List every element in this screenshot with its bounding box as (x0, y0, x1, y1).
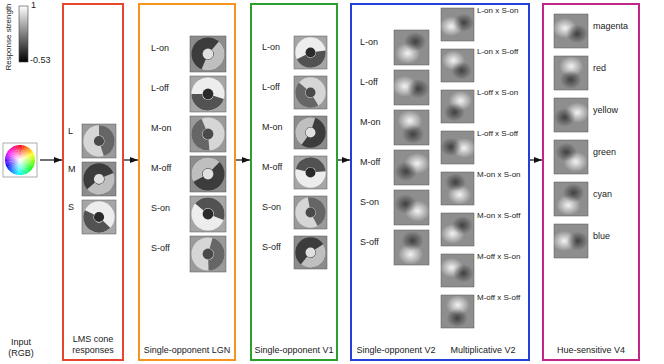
channel-label: L-off x S-off (477, 130, 518, 139)
flow-arrow (124, 159, 138, 160)
stage-box: LMS cone responses (62, 3, 124, 361)
channel-label: red (593, 64, 606, 74)
channel-label: M-on (151, 124, 172, 134)
channel-label: S (68, 203, 74, 213)
stage-caption: LMS cone responses (65, 334, 121, 356)
colorbar-label: Response strength (5, 3, 14, 70)
response-maps (82, 8, 590, 328)
input-node: Input (RGB) (2, 140, 40, 362)
flow-arrow (530, 159, 542, 160)
stage-caption: Input (RGB) (2, 337, 40, 359)
channel-label: M-off (262, 163, 282, 173)
channel-label: L-off x S-on (477, 89, 518, 98)
response-map (441, 213, 474, 246)
channel-label: S-off (151, 244, 170, 254)
stage-caption: Single-opponent V1 (253, 345, 335, 356)
response-map (554, 98, 590, 132)
channel-label: L-on (360, 38, 378, 48)
channel-label: L-off (262, 83, 280, 93)
colorbar-label: -0.53 (30, 56, 51, 66)
channel-label: L-on x S-off (477, 48, 518, 57)
channel-label: M-off x S-off (477, 294, 520, 303)
response-map (440, 131, 476, 164)
response-map (441, 295, 474, 328)
channel-label: L (68, 127, 73, 137)
response-map (82, 124, 116, 158)
response-map (441, 90, 474, 123)
response-map (82, 162, 116, 196)
response-map (552, 224, 589, 258)
channel-label: magenta (593, 22, 628, 32)
response-map (394, 110, 429, 145)
response-map (441, 49, 474, 82)
response-map (441, 172, 474, 205)
channel-label: M-on (262, 123, 283, 133)
response-map (294, 156, 327, 189)
stage-caption: Hue-sensitive V4 (545, 345, 637, 356)
colorbar-label: 1 (31, 1, 36, 11)
response-map (190, 236, 226, 272)
channel-label: M (68, 165, 76, 175)
channel-label: S-off (262, 243, 281, 253)
response-map (190, 156, 226, 192)
flow-arrow (40, 159, 62, 160)
color-wheel (5, 145, 35, 175)
channel-label: M-off (151, 164, 171, 174)
response-map (294, 36, 327, 69)
channel-label: M-off (360, 158, 380, 168)
channel-label: M-on (360, 118, 381, 128)
channel-label: L-on (262, 43, 280, 53)
stage-box: Hue-sensitive V4 (542, 3, 640, 361)
channel-label: cyan (593, 190, 612, 200)
colorbar (19, 6, 28, 62)
channel-label: L-off (151, 84, 169, 94)
stage-box: Single-opponent V2 Multiplicative V2 (350, 3, 530, 361)
channel-label: S-on (360, 198, 379, 208)
stage-box: Single-opponent LGN (138, 3, 236, 361)
response-map (190, 196, 226, 232)
channel-label: L-on x S-on (477, 7, 518, 16)
channel-label: M-off x S-on (477, 253, 520, 262)
channel-label: M-on x S-on (477, 171, 521, 180)
stage-caption: Single-opponent LGN (141, 345, 233, 356)
response-map (394, 190, 430, 225)
channel-label: S-off (360, 238, 379, 248)
stage-box: Single-opponent V1 (250, 3, 338, 361)
response-map (392, 70, 430, 105)
channel-label: S-on (262, 203, 281, 213)
channel-label: L-off (360, 78, 378, 88)
channel-label: M-on x S-off (477, 212, 520, 221)
channel-label: S-on (151, 204, 170, 214)
response-map (439, 8, 474, 41)
response-map (294, 236, 327, 269)
channel-label: blue (593, 232, 610, 242)
response-map (553, 14, 588, 48)
response-map (190, 36, 226, 72)
channel-label: L-on (151, 44, 169, 54)
response-map (294, 196, 327, 229)
response-map (294, 76, 327, 109)
stage-caption: Single-opponent V2 (354, 345, 438, 356)
response-map (554, 182, 588, 216)
response-map (294, 116, 327, 149)
stage-caption: Multiplicative V2 (442, 345, 524, 356)
flow-arrow (236, 159, 250, 160)
response-map (554, 140, 588, 174)
response-map (82, 200, 116, 234)
response-map (190, 76, 226, 112)
response-map (554, 56, 588, 90)
response-map (394, 150, 430, 185)
flow-arrow (338, 159, 350, 160)
channel-label: green (593, 148, 616, 158)
response-map (440, 254, 474, 287)
input-frame (3, 143, 37, 177)
channel-label: yellow (593, 106, 618, 116)
wheel-center (5, 145, 35, 175)
response-map (394, 30, 429, 65)
response-map (394, 230, 429, 265)
response-map (190, 116, 226, 152)
